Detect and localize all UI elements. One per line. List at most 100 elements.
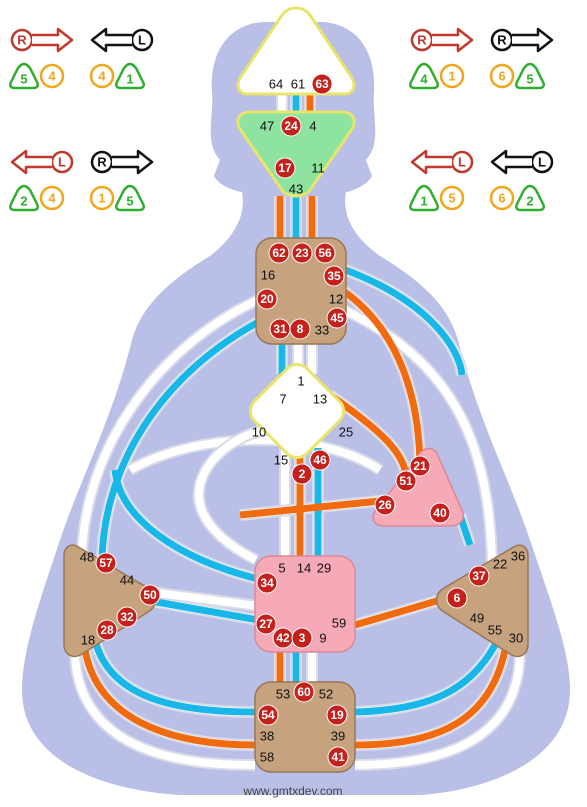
gate-20[interactable]: 20 (256, 288, 278, 310)
variable-left_bottom-arrow2-arrow-right-icon (112, 149, 154, 175)
gate-47[interactable]: 47 (260, 119, 274, 134)
gate-60[interactable]: 60 (293, 681, 315, 703)
gate-8[interactable]: 8 (289, 318, 311, 340)
gate-53[interactable]: 53 (276, 687, 290, 702)
gate-48-label: 48 (80, 550, 94, 565)
gate-28[interactable]: 28 (96, 619, 118, 641)
gate-50-marker (139, 584, 161, 606)
gate-24[interactable]: 24 (280, 115, 302, 137)
gate-57[interactable]: 57 (95, 552, 117, 574)
variable-right_top-arrow2-arrow-right-icon (512, 27, 554, 53)
channel-active-blue (111, 469, 263, 584)
solar-plexus-center[interactable] (435, 544, 529, 658)
variable-left_top-row-2-circle-icon (89, 63, 115, 89)
gate-32[interactable]: 32 (116, 606, 138, 628)
gate-31-label: 31 (273, 322, 287, 336)
gate-62-marker (268, 242, 290, 264)
channel-active-orange (354, 596, 441, 629)
head-center[interactable] (236, 6, 356, 96)
gate-19[interactable]: 19 (326, 704, 348, 726)
gate-48[interactable]: 48 (80, 550, 94, 565)
gate-55[interactable]: 55 (488, 623, 502, 638)
gate-53-label: 53 (276, 687, 290, 702)
gate-56[interactable]: 56 (314, 242, 336, 264)
gate-61-label: 61 (291, 77, 305, 92)
variable-right_bottom-arrow1: L (410, 149, 474, 175)
gate-10[interactable]: 10 (252, 425, 266, 440)
gate-30[interactable]: 30 (509, 631, 523, 646)
gate-54[interactable]: 54 (257, 704, 279, 726)
gate-61[interactable]: 61 (291, 77, 305, 92)
gate-21[interactable]: 21 (409, 455, 431, 477)
gate-9-label: 9 (319, 631, 326, 646)
variable-left_top-row-1-circle-icon (39, 63, 65, 89)
variable-left_bottom-arrow2: R (90, 149, 154, 175)
gate-21-label: 21 (413, 459, 427, 473)
gate-2[interactable]: 2 (291, 463, 313, 485)
gate-29-label: 29 (317, 561, 331, 576)
gate-49[interactable]: 49 (470, 611, 484, 626)
gate-35[interactable]: 35 (323, 265, 345, 287)
gate-31[interactable]: 31 (269, 318, 291, 340)
gate-59[interactable]: 59 (332, 616, 346, 631)
gate-29[interactable]: 29 (317, 561, 331, 576)
gate-62[interactable]: 62 (268, 242, 290, 264)
gate-39[interactable]: 39 (331, 729, 345, 744)
gate-7[interactable]: 7 (279, 392, 286, 407)
gate-25[interactable]: 25 (339, 425, 353, 440)
gate-52[interactable]: 52 (319, 687, 333, 702)
gate-58[interactable]: 58 (260, 750, 274, 765)
gate-15[interactable]: 15 (274, 453, 288, 468)
gate-36-label: 36 (511, 549, 525, 564)
gate-37-label: 37 (472, 569, 486, 583)
gate-41[interactable]: 41 (327, 746, 349, 768)
gate-16[interactable]: 16 (261, 268, 275, 283)
gate-46[interactable]: 46 (309, 449, 331, 471)
gate-43[interactable]: 43 (289, 182, 303, 197)
gate-24-label: 24 (284, 119, 298, 133)
gate-63[interactable]: 63 (311, 73, 333, 95)
gate-17[interactable]: 17 (274, 157, 296, 179)
gate-11[interactable]: 11 (311, 161, 325, 176)
gate-18-label: 18 (81, 633, 95, 648)
gate-34[interactable]: 34 (256, 572, 278, 594)
gate-26[interactable]: 26 (374, 494, 396, 516)
gate-18[interactable]: 18 (81, 633, 95, 648)
gate-40[interactable]: 40 (429, 502, 451, 524)
gate-44[interactable]: 44 (120, 573, 134, 588)
ajna-center[interactable] (236, 110, 356, 198)
gate-13[interactable]: 13 (313, 392, 327, 407)
channel-track (128, 436, 383, 474)
gate-6[interactable]: 6 (446, 587, 468, 609)
throat-center[interactable] (255, 237, 347, 345)
gate-23[interactable]: 23 (291, 242, 313, 264)
gate-45[interactable]: 45 (326, 307, 348, 329)
channel-active-orange (327, 392, 409, 472)
gate-4[interactable]: 4 (309, 119, 316, 134)
gate-12[interactable]: 12 (329, 292, 343, 307)
gate-64[interactable]: 64 (269, 77, 283, 92)
gate-22[interactable]: 22 (493, 557, 507, 572)
gate-2-marker (291, 463, 313, 485)
gate-38[interactable]: 38 (260, 729, 274, 744)
gate-37[interactable]: 37 (468, 565, 490, 587)
gate-9[interactable]: 9 (319, 631, 326, 646)
gate-33[interactable]: 33 (315, 323, 329, 338)
gate-5[interactable]: 5 (278, 561, 285, 576)
gate-32-marker (116, 606, 138, 628)
gate-1[interactable]: 1 (297, 374, 304, 389)
variable-right_top-row-0-triangle-icon (408, 62, 440, 90)
gate-36[interactable]: 36 (511, 549, 525, 564)
variable-left_bottom-row-3-triangle-icon (114, 184, 146, 212)
gate-56-label: 56 (318, 246, 332, 260)
variable-left_top-arrow2-letter: L (138, 33, 146, 48)
gate-51[interactable]: 51 (395, 470, 417, 492)
gate-50[interactable]: 50 (139, 584, 161, 606)
g-center[interactable] (245, 359, 350, 464)
gate-42[interactable]: 42 (272, 627, 294, 649)
gate-3[interactable]: 3 (291, 627, 313, 649)
gate-28-label: 28 (100, 623, 114, 637)
gate-27[interactable]: 27 (255, 613, 277, 635)
gate-14[interactable]: 14 (297, 561, 311, 576)
